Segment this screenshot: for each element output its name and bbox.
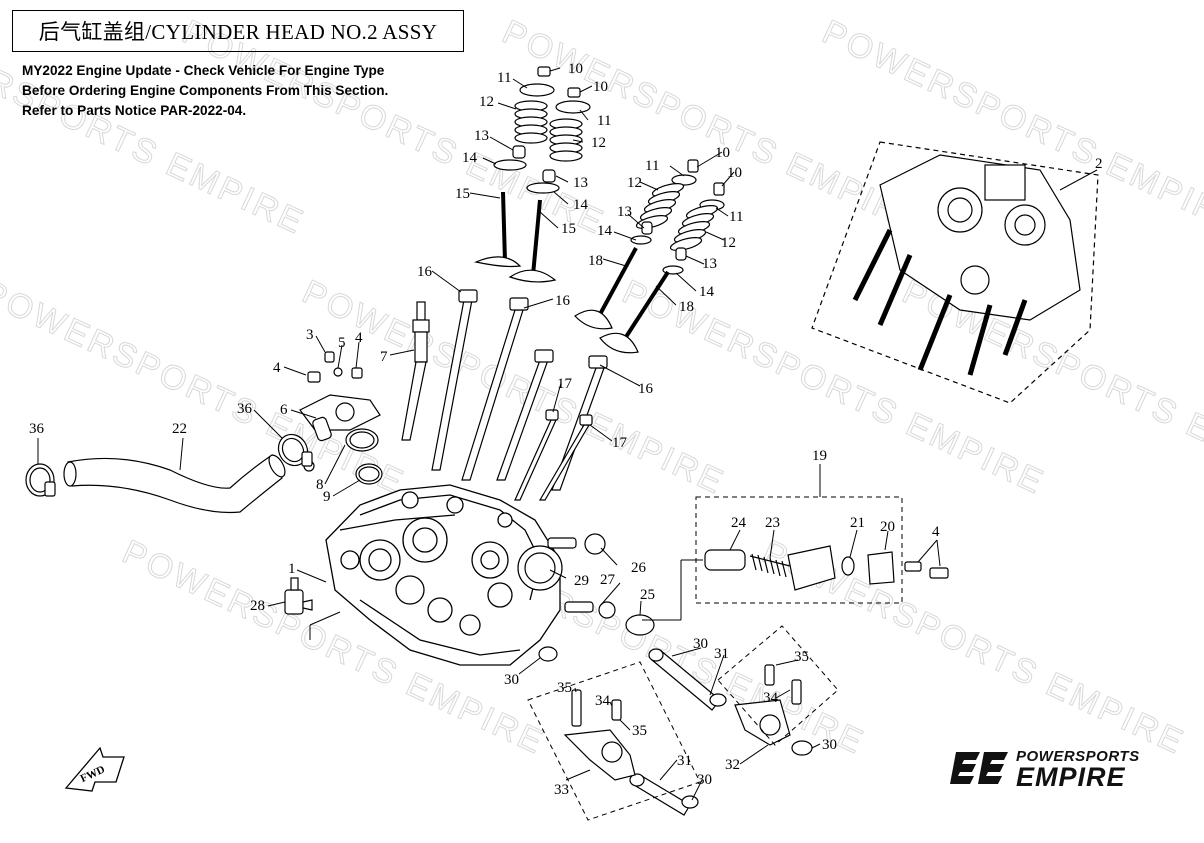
temp-sensor <box>284 577 313 615</box>
notice-line: MY2022 Engine Update - Check Vehicle For… <box>22 63 385 78</box>
callout: 14 <box>462 150 478 166</box>
callout: 35 <box>632 723 647 739</box>
cam-chain-tensioner <box>704 545 949 591</box>
callout: 28 <box>250 598 265 614</box>
head-subassembly <box>811 141 1099 404</box>
callout: 19 <box>812 448 827 464</box>
callout: 25 <box>640 587 655 603</box>
callout: 16 <box>555 293 571 309</box>
callout: 21 <box>850 515 865 531</box>
callout: 2 <box>1095 156 1103 172</box>
diagram-title: 后气缸盖组/CYLINDER HEAD NO.2 ASSY <box>38 20 438 44</box>
brand-logo: POWERSPORTS EMPIRE <box>950 742 1170 794</box>
callout: 9 <box>323 489 331 505</box>
callout: 31 <box>677 753 692 769</box>
callout: 29 <box>574 573 589 589</box>
callout: 4 <box>355 330 363 346</box>
head-bolts <box>431 289 608 501</box>
callout: 3 <box>306 327 314 343</box>
callout: 10 <box>568 61 583 77</box>
callout: 13 <box>617 204 632 220</box>
callout: 16 <box>417 264 433 280</box>
callout: 26 <box>631 560 647 576</box>
callout: 34 <box>595 693 611 709</box>
callout: 12 <box>479 94 494 110</box>
callout: 17 <box>612 435 628 451</box>
valve-train-parts <box>474 66 725 354</box>
brand-tagline: POWERSPORTS <box>1016 748 1140 765</box>
notice-line: Before Ordering Engine Components From T… <box>22 83 389 98</box>
valve-keeper-part <box>537 66 551 77</box>
callout: 14 <box>573 197 589 213</box>
notice-line: Refer to Parts Notice PAR-2022-04. <box>22 103 247 118</box>
callout: 13 <box>702 256 717 272</box>
callout: 11 <box>645 158 659 174</box>
callout: 12 <box>627 175 642 191</box>
callout: 11 <box>597 113 611 129</box>
callout: 14 <box>597 223 613 239</box>
callout: 22 <box>172 421 187 437</box>
callout: 33 <box>554 782 569 798</box>
callout: 11 <box>497 70 511 86</box>
diagram-title-box: 后气缸盖组/CYLINDER HEAD NO.2 ASSY <box>12 10 464 52</box>
callout: 31 <box>714 646 729 662</box>
callout: 30 <box>504 672 519 688</box>
callout: 34 <box>763 690 779 706</box>
callout: 6 <box>280 402 288 418</box>
callout: 20 <box>880 519 895 535</box>
callout-labels: 10 10 10 10 11 11 11 11 12 12 12 12 13 1… <box>29 61 1103 798</box>
callout: 18 <box>588 253 603 269</box>
callout: 15 <box>455 186 470 202</box>
callout: 13 <box>474 128 489 144</box>
callout: 5 <box>338 335 346 351</box>
callout: 18 <box>679 299 694 315</box>
callout: 35 <box>794 649 809 665</box>
callout: 30 <box>822 737 837 753</box>
callout: 27 <box>600 572 616 588</box>
brand-name: EMPIRE <box>1016 762 1126 792</box>
callout: 17 <box>557 376 573 392</box>
callout: 14 <box>699 284 715 300</box>
callout: 11 <box>729 209 743 225</box>
callout: 32 <box>725 757 740 773</box>
callout: 13 <box>573 175 588 191</box>
coolant-hose <box>63 454 286 514</box>
callout: 1 <box>288 561 296 577</box>
callout: 4 <box>273 360 281 376</box>
callout: 35 <box>557 680 572 696</box>
callout: 10 <box>715 145 730 161</box>
cylinder-head <box>325 484 561 666</box>
fwd-arrow-icon: FWD <box>64 746 125 792</box>
hose-clamp <box>25 433 313 497</box>
callout: 24 <box>731 515 747 531</box>
callout: 4 <box>932 524 940 540</box>
callout: 30 <box>693 636 708 652</box>
valve-spring-left <box>514 100 548 144</box>
callout: 36 <box>29 421 45 437</box>
engine-update-notice: MY2022 Engine Update - Check Vehicle For… <box>22 61 388 121</box>
rocker-parts <box>538 646 813 816</box>
callout: 36 <box>237 401 253 417</box>
brand-emblem-icon <box>950 752 1008 784</box>
callout: 10 <box>593 79 608 95</box>
callout: 10 <box>727 165 742 181</box>
group-boxes <box>527 496 903 821</box>
callout: 15 <box>561 221 576 237</box>
callout: 7 <box>380 349 388 365</box>
callout: 30 <box>697 772 712 788</box>
leader-lines <box>37 67 1098 801</box>
callout: 12 <box>591 135 606 151</box>
callout: 8 <box>316 477 324 493</box>
callout: 23 <box>765 515 780 531</box>
callout: 16 <box>638 381 654 397</box>
callout: 12 <box>721 235 736 251</box>
thermostat-housing <box>299 351 383 485</box>
spark-plug <box>401 301 430 441</box>
